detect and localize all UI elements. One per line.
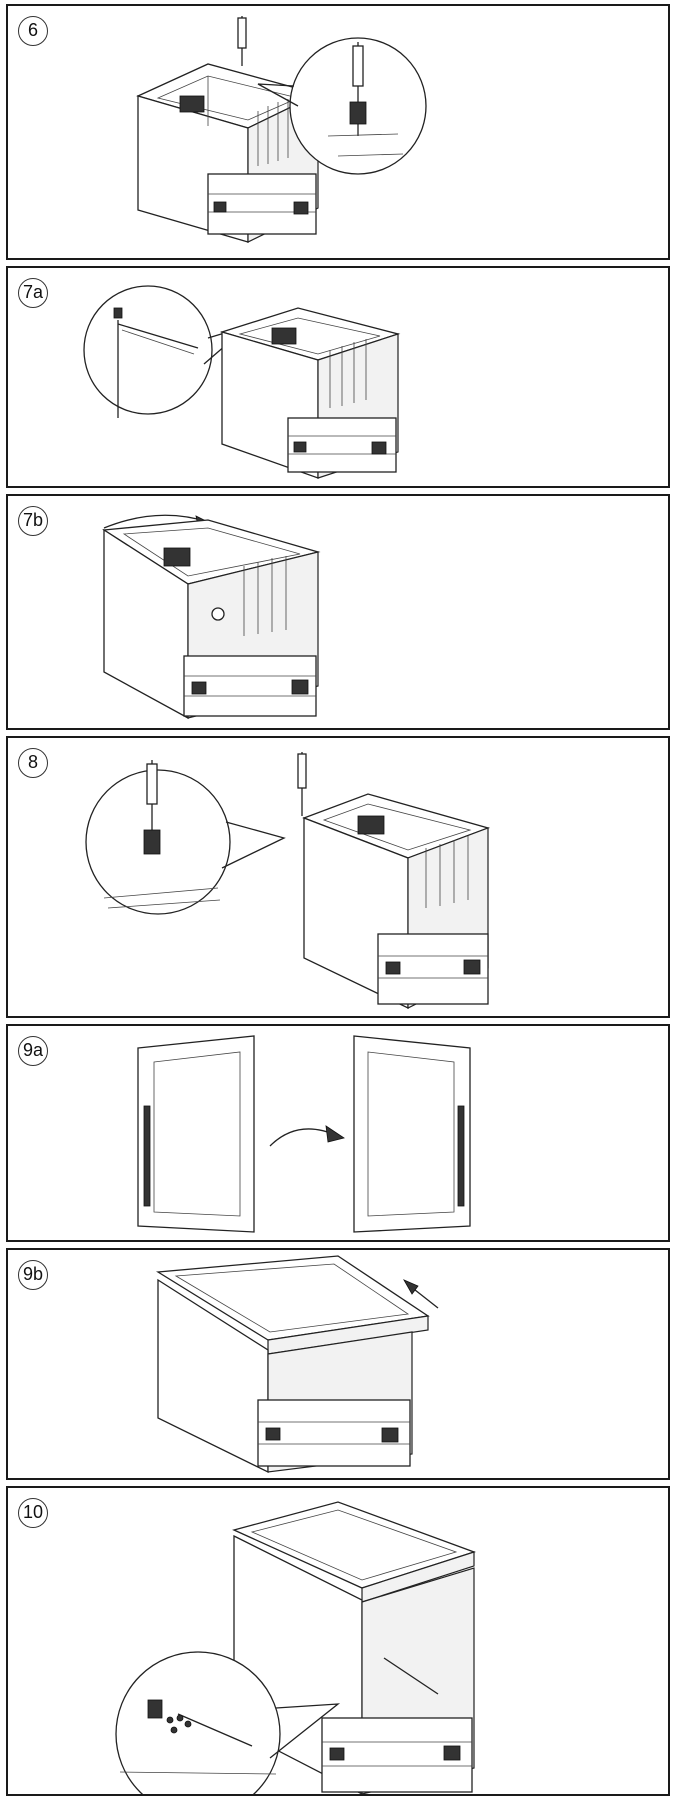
step-panel-8: 8 — [6, 736, 670, 1018]
step-number: 9b — [18, 1260, 49, 1290]
step-number: 8 — [18, 748, 48, 778]
step-panel-10: 10 — [6, 1486, 670, 1796]
cabinet-illustration — [85, 752, 491, 1010]
step-number: 7a — [18, 278, 49, 308]
cabinet-illustration — [136, 16, 427, 243]
step-panel-9b: 9b — [6, 1248, 670, 1480]
step-panel-6: 6 — [6, 4, 670, 260]
step-number: 6 — [18, 16, 48, 46]
step-panel-7b: 7b — [6, 494, 670, 730]
step-number: 10 — [18, 1498, 49, 1528]
cabinet-illustration — [83, 285, 401, 479]
cabinet-door-illustration — [155, 1255, 439, 1474]
step-panel-9a: 9a — [6, 1024, 670, 1242]
cabinet-assembly-illustration — [115, 1501, 476, 1794]
door-swap-illustration — [137, 1035, 471, 1233]
cabinet-illustration — [102, 514, 321, 720]
step-number: 7b — [18, 506, 49, 536]
step-panel-7a: 7a — [6, 266, 670, 488]
step-number: 9a — [18, 1036, 49, 1066]
